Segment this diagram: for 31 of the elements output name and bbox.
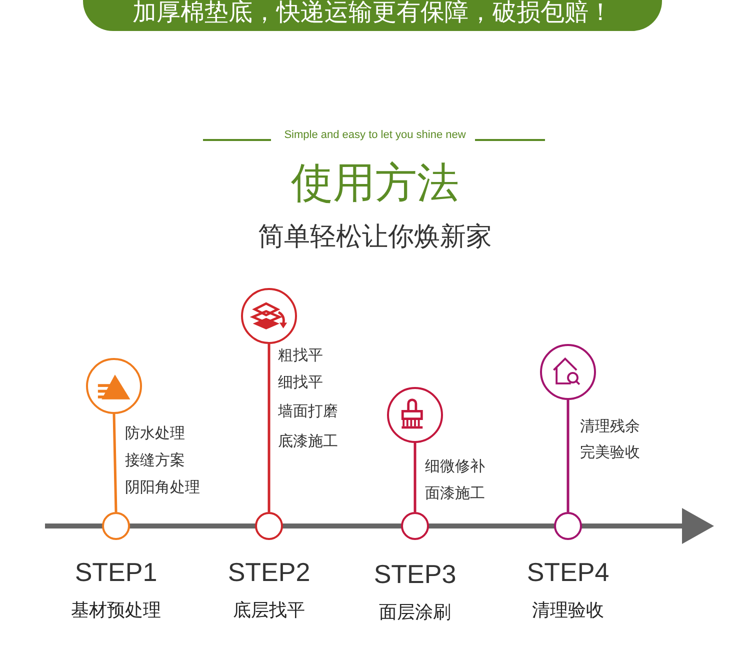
step-detail: 细微修补 xyxy=(425,457,485,476)
step-name: 基材预处理 xyxy=(70,599,162,622)
timeline-dot xyxy=(255,512,283,540)
step-detail: 清理残余 xyxy=(580,417,640,436)
timeline-dot xyxy=(401,512,429,540)
connector-line xyxy=(566,400,570,512)
step-name: 面层涂刷 xyxy=(378,601,452,624)
timeline-dot xyxy=(554,512,582,540)
step-detail: 底漆施工 xyxy=(278,432,338,451)
step-detail: 细找平 xyxy=(278,373,323,392)
step-detail: 面漆施工 xyxy=(425,484,485,503)
title: 使用方法 xyxy=(290,158,460,208)
step-title: STEP3 xyxy=(372,559,458,590)
tagline: Simple and easy to let you shine new xyxy=(283,129,467,141)
step-title: STEP4 xyxy=(526,557,610,588)
connector-line xyxy=(112,414,118,512)
step-detail: 接缝方案 xyxy=(125,451,185,470)
step-detail: 完美验收 xyxy=(580,443,640,462)
step-title: STEP1 xyxy=(74,557,158,588)
connector-line xyxy=(414,443,416,512)
step-detail: 粗找平 xyxy=(278,346,323,365)
step-title: STEP2 xyxy=(226,557,312,588)
banner: 加厚棉垫底，快递运输更有保障，破损包赔！ xyxy=(83,0,662,31)
timeline-dot xyxy=(102,512,130,540)
subtitle: 简单轻松让你焕新家 xyxy=(257,220,493,253)
connector-line xyxy=(268,344,270,512)
step-detail: 墙面打磨 xyxy=(278,402,338,421)
step-detail: 防水处理 xyxy=(125,424,185,443)
step-detail: 阴阳角处理 xyxy=(125,478,200,497)
step-name: 底层找平 xyxy=(232,599,306,622)
step-name: 清理验收 xyxy=(531,599,605,622)
